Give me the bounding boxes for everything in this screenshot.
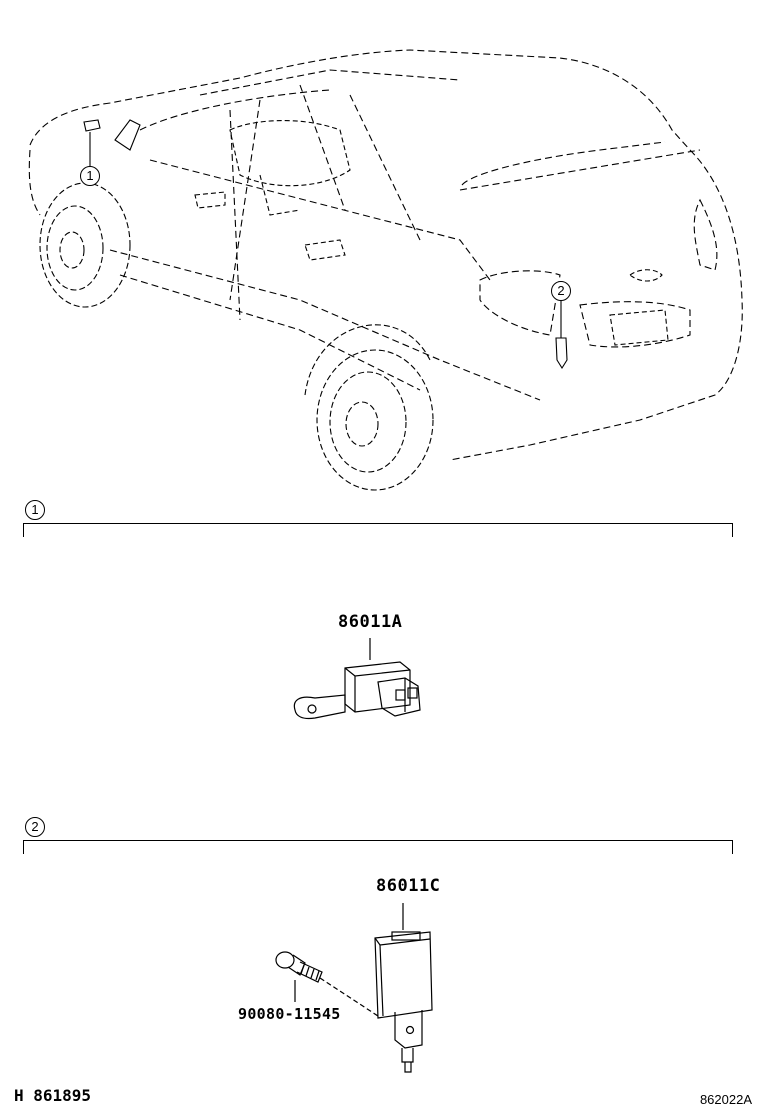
bolt-90080-11545 xyxy=(275,951,323,983)
vehicle-overview-drawing xyxy=(28,49,743,491)
footer-figure-code: 862022A xyxy=(699,1092,752,1107)
vehicle-interior-outline xyxy=(194,119,669,346)
section-1-callout: 1 xyxy=(25,500,45,520)
callout-1-on-vehicle: 1 xyxy=(80,166,100,186)
vehicle-body-outline xyxy=(28,49,743,461)
side-mirror xyxy=(114,119,141,151)
part-number-86011c[interactable]: 86011C xyxy=(376,876,441,896)
section-2-callout: 2 xyxy=(25,817,45,837)
section-1-rule xyxy=(23,523,733,537)
leader-line-1 xyxy=(83,119,101,167)
part-number-90080-11545[interactable]: 90080-11545 xyxy=(238,1005,341,1023)
leader-line-2 xyxy=(555,300,568,370)
callout-2-on-vehicle: 2 xyxy=(551,281,571,301)
footer-drawing-code: H 861895 xyxy=(14,1086,92,1105)
section-2-rule xyxy=(23,840,733,854)
rear-wheel xyxy=(304,324,434,491)
part-number-86011a[interactable]: 86011A xyxy=(338,612,403,632)
